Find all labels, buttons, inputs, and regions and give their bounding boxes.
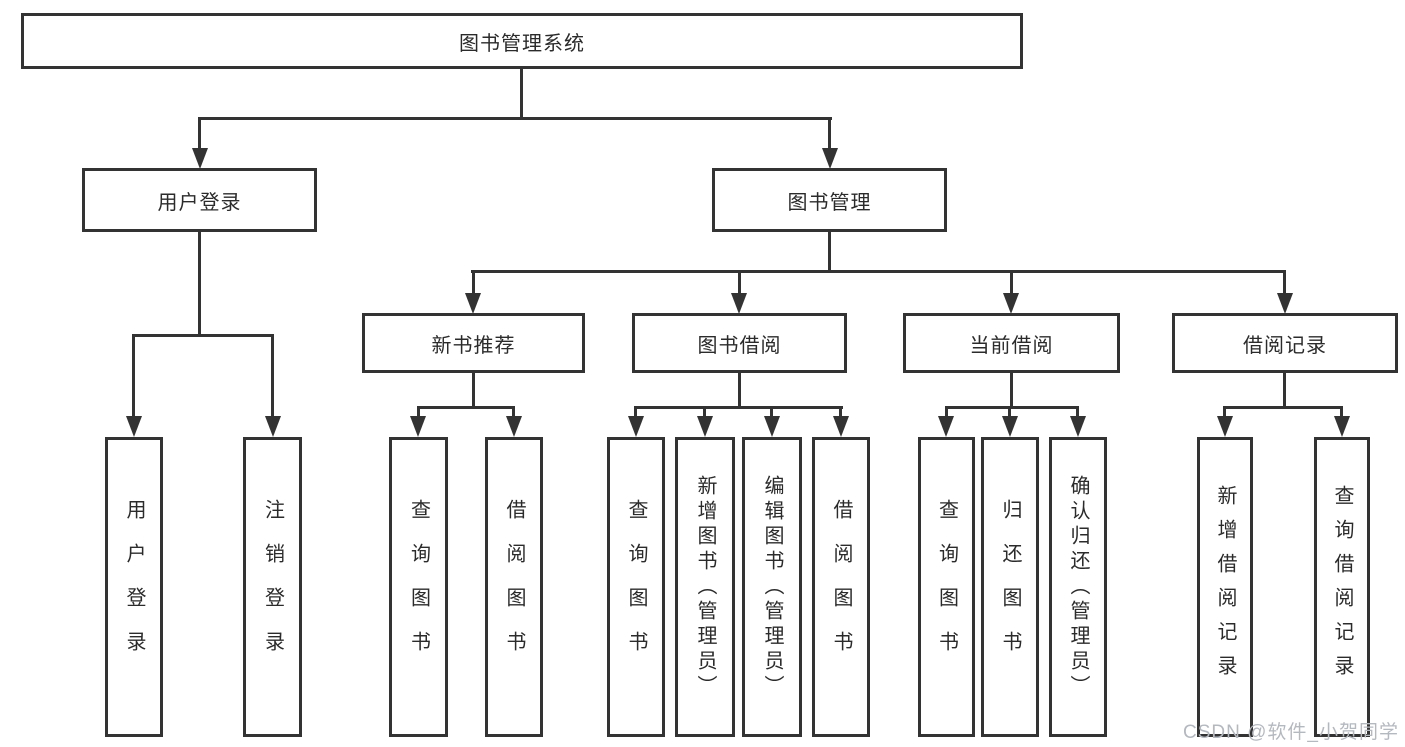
node-label: 借阅记录 <box>1243 334 1327 357</box>
connector-line <box>417 406 515 409</box>
node-label: 查询图书 <box>407 499 430 675</box>
connector-line <box>132 334 135 418</box>
node-book-borrow: 图书借阅 <box>632 313 847 373</box>
connector-line <box>634 406 637 418</box>
connector-line <box>417 406 420 418</box>
connector-line <box>132 334 274 337</box>
leaf-logout: 注销登录 <box>243 437 302 737</box>
node-label: 编辑图书（管理员） <box>761 474 783 700</box>
node-label: 图书管理系统 <box>459 32 585 55</box>
node-label: 图书借阅 <box>697 334 782 357</box>
arrow-down-icon <box>265 416 281 437</box>
arrow-down-icon <box>1002 416 1018 437</box>
arrow-down-icon <box>192 148 208 169</box>
leaf-borrow-edit-books-admin: 编辑图书（管理员） <box>742 437 802 737</box>
node-library-management-system: 图书管理系统 <box>21 13 1023 69</box>
connector-line <box>828 232 831 273</box>
node-label: 当前借阅 <box>969 334 1054 357</box>
arrow-down-icon <box>465 293 481 314</box>
leaf-current-return-books: 归还图书 <box>981 437 1039 737</box>
connector-line <box>472 270 475 295</box>
connector-line <box>471 270 1285 273</box>
connector-line <box>634 406 843 409</box>
leaf-current-query-books: 查询图书 <box>918 437 975 737</box>
arrow-down-icon <box>628 416 644 437</box>
node-label: 归还图书 <box>999 499 1021 675</box>
leaf-records-add-record: 新增借阅记录 <box>1197 437 1253 737</box>
arrow-down-icon <box>697 416 713 437</box>
node-label: 新增图书（管理员） <box>694 474 716 700</box>
leaf-borrow-add-books-admin: 新增图书（管理员） <box>675 437 735 737</box>
arrow-down-icon <box>410 416 426 437</box>
arrow-down-icon <box>1070 416 1086 437</box>
node-current-borrow: 当前借阅 <box>903 313 1120 373</box>
node-label: 查询借阅记录 <box>1331 485 1353 689</box>
connector-line <box>271 334 274 418</box>
connector-line <box>1340 406 1343 418</box>
node-label: 查询图书 <box>625 499 647 675</box>
arrow-down-icon <box>764 416 780 437</box>
leaf-user-login: 用户登录 <box>105 437 163 737</box>
node-label: 借阅图书 <box>503 499 525 675</box>
node-new-book-recommend: 新书推荐 <box>362 313 585 373</box>
node-label: 注销登录 <box>261 499 284 675</box>
node-label: 查询图书 <box>935 499 958 675</box>
connector-line <box>198 117 201 150</box>
connector-line <box>945 406 948 418</box>
connector-line <box>1076 406 1079 418</box>
arrow-down-icon <box>833 416 849 437</box>
arrow-down-icon <box>126 416 142 437</box>
connector-line <box>1283 270 1286 295</box>
connector-line <box>1223 406 1343 409</box>
node-label: 图书管理 <box>787 191 872 214</box>
connector-line <box>1223 406 1226 418</box>
connector-line <box>1010 373 1013 409</box>
leaf-current-confirm-return-admin: 确认归还（管理员） <box>1049 437 1107 737</box>
csdn-watermark: CSDN @软件_小贺同学 <box>1183 722 1399 743</box>
leaf-newrec-borrow-books: 借阅图书 <box>485 437 543 737</box>
arrow-down-icon <box>1277 293 1293 314</box>
connector-line <box>945 406 1079 409</box>
connector-line <box>198 232 201 337</box>
arrow-down-icon <box>1334 416 1350 437</box>
connector-line <box>1008 406 1011 418</box>
arrow-down-icon <box>506 416 522 437</box>
node-user-login: 用户登录 <box>82 168 317 232</box>
node-borrow-records: 借阅记录 <box>1172 313 1398 373</box>
connector-line <box>520 69 523 117</box>
arrow-down-icon <box>938 416 954 437</box>
node-book-management: 图书管理 <box>712 168 947 232</box>
connector-line <box>738 373 741 409</box>
connector-line <box>828 117 831 150</box>
node-label: 确认归还（管理员） <box>1067 474 1089 700</box>
node-label: 用户登录 <box>157 191 242 214</box>
arrow-down-icon <box>1217 416 1233 437</box>
arrow-down-icon <box>731 293 747 314</box>
node-label: 新书推荐 <box>431 334 516 357</box>
leaf-borrow-query-books: 查询图书 <box>607 437 665 737</box>
connector-line <box>512 406 515 418</box>
connector-line <box>1010 270 1013 295</box>
arrow-down-icon <box>822 148 838 169</box>
connector-line <box>703 406 706 418</box>
leaf-records-query-record: 查询借阅记录 <box>1314 437 1370 737</box>
node-label: 借阅图书 <box>830 499 852 675</box>
node-label: 新增借阅记录 <box>1214 485 1236 689</box>
connector-line <box>738 270 741 295</box>
connector-line <box>770 406 773 418</box>
node-label: 用户登录 <box>123 499 145 675</box>
connector-line <box>472 373 475 409</box>
arrow-down-icon <box>1003 293 1019 314</box>
leaf-borrow-borrow-books: 借阅图书 <box>812 437 870 737</box>
connector-line <box>839 406 842 418</box>
connector-line <box>198 117 832 120</box>
leaf-newrec-query-books: 查询图书 <box>389 437 448 737</box>
connector-line <box>1283 373 1286 409</box>
